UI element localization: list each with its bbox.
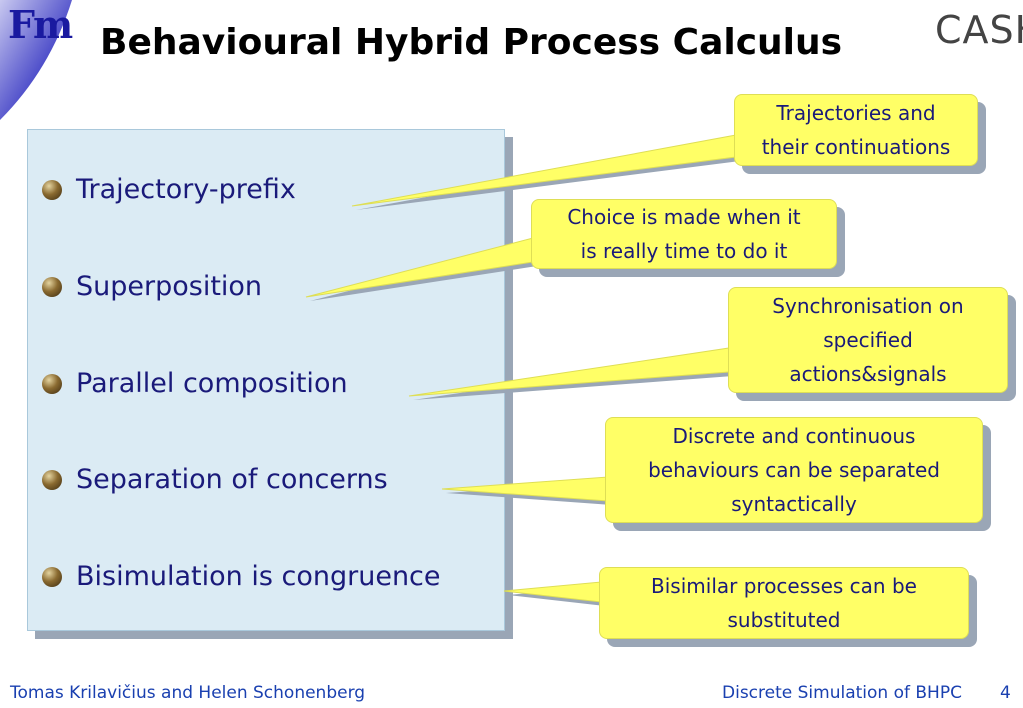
- callout-line: Choice is made when it: [567, 205, 801, 229]
- callout-line: substituted: [727, 608, 841, 632]
- bullet-marker-icon: [42, 374, 62, 394]
- bullet-marker-icon: [42, 180, 62, 200]
- footer-talk-title: Discrete Simulation of BHPC: [722, 683, 962, 703]
- bullet-marker-icon: [42, 277, 62, 297]
- callout-synchronisation: Synchronisation on specified actions&sig…: [728, 287, 1008, 393]
- callout-line: Trajectories and: [776, 101, 936, 125]
- cash-logo: CASH: [935, 8, 1023, 52]
- callout-line: their continuations: [761, 135, 951, 159]
- callout-bisimilar: Bisimilar processes can be substituted: [599, 567, 969, 639]
- callout-trajectories: Trajectories and their continuations: [734, 94, 978, 166]
- callout-line: Discrete and continuous: [672, 424, 916, 448]
- callout-choice: Choice is made when it is really time to…: [531, 199, 837, 269]
- callout-line: is really time to do it: [580, 239, 788, 263]
- bullet-marker-icon: [42, 567, 62, 587]
- callout-line: Synchronisation on: [772, 294, 964, 318]
- slide-title: Behavioural Hybrid Process Calculus: [100, 22, 843, 63]
- bullet-trajectory-prefix: Trajectory-prefix: [76, 174, 296, 205]
- callout-discrete-continuous: Discrete and continuous behaviours can b…: [605, 417, 983, 523]
- footer-authors: Tomas Krilavičius and Helen Schonenberg: [10, 683, 366, 703]
- bullet-bisimulation: Bisimulation is congruence: [76, 561, 441, 592]
- callout-line: syntactically: [731, 492, 857, 516]
- corner-arc-decoration: [0, 0, 72, 120]
- bullet-panel: [27, 129, 505, 631]
- cash-logo-text: CASH: [935, 8, 1023, 52]
- bullet-separation-of-concerns: Separation of concerns: [76, 464, 388, 495]
- callout-line: Bisimilar processes can be: [651, 574, 917, 598]
- callout-line: behaviours can be separated: [648, 458, 940, 482]
- bullet-marker-icon: [42, 470, 62, 490]
- fmi-logo: Fm: [8, 2, 73, 47]
- bullet-parallel-composition: Parallel composition: [76, 368, 348, 399]
- fmi-logo-text: Fm: [8, 2, 73, 47]
- callout-line: actions&signals: [789, 362, 947, 386]
- bullet-superposition: Superposition: [76, 271, 263, 302]
- footer-page-number: 4: [1000, 683, 1011, 703]
- callout-line: specified: [823, 328, 913, 352]
